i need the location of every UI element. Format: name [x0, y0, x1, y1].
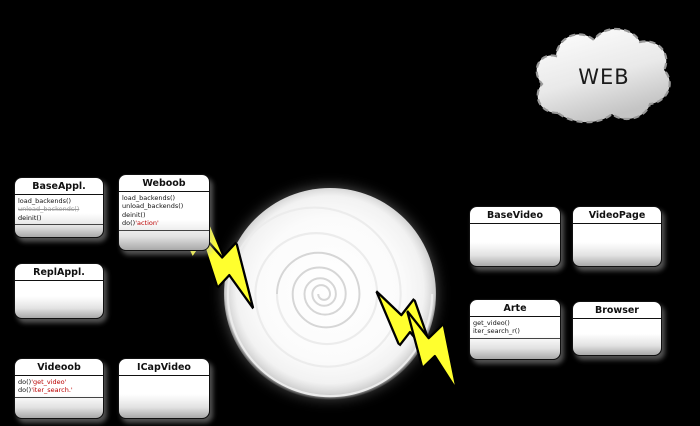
- class-title: Weboob: [119, 175, 209, 192]
- method-arg: 'action': [135, 219, 159, 228]
- class-footer: [470, 339, 560, 359]
- class-footer: [573, 224, 661, 266]
- class-box-videopage: VideoPage: [572, 206, 662, 267]
- class-title: Browser: [573, 302, 661, 319]
- method-line: do()'action': [122, 219, 206, 227]
- class-title: ReplAppl.: [15, 264, 103, 281]
- lightning-bolt-icon: [406, 309, 459, 392]
- class-box-baseappl: BaseAppl. load_backends() unload_backend…: [14, 177, 104, 238]
- class-footer: [15, 398, 103, 418]
- class-methods: get_video() iter_search_r(): [470, 317, 560, 339]
- web-cloud-label: WEB: [578, 65, 629, 89]
- class-footer: [15, 281, 103, 318]
- method-line: iter_search_r(): [473, 327, 520, 336]
- method-arg: 'iter_search.': [31, 386, 73, 395]
- class-box-videoob: Videoob do()'get_video' do()'iter_search…: [14, 358, 104, 419]
- class-box-weboob: Weboob load_backends() unload_backends()…: [118, 174, 210, 251]
- method-prefix: do(): [18, 386, 32, 395]
- method-line: unload_backends(): [18, 205, 80, 214]
- class-title: BaseAppl.: [15, 178, 103, 195]
- class-footer: [119, 231, 209, 250]
- class-methods: load_backends() unload_backends() deinit…: [15, 195, 103, 226]
- class-title: VideoPage: [573, 207, 661, 224]
- method-line: load_backends(): [122, 194, 176, 202]
- class-title: ICapVideo: [119, 359, 209, 376]
- method-line: load_backends(): [18, 197, 72, 205]
- class-title: BaseVideo: [470, 207, 560, 224]
- class-footer: [470, 224, 560, 266]
- method-line: do()'get_video': [18, 378, 100, 386]
- method-line: deinit(): [18, 213, 42, 222]
- method-line: get_video(): [473, 319, 510, 327]
- class-methods: do()'get_video' do()'iter_search.': [15, 376, 103, 398]
- class-footer: [573, 319, 661, 355]
- method-line: unload_backends(): [122, 202, 184, 211]
- class-box-icapvideo: ICapVideo: [118, 358, 210, 419]
- class-box-basevideo: BaseVideo: [469, 206, 561, 267]
- lightning-bolt-icon: [198, 230, 255, 310]
- class-footer: [119, 376, 209, 418]
- method-prefix: do(): [122, 219, 136, 228]
- class-box-replappl: ReplAppl.: [14, 263, 104, 319]
- method-line: deinit(): [122, 210, 146, 219]
- class-title: Videoob: [15, 359, 103, 376]
- web-cloud: WEB: [535, 27, 671, 124]
- class-title: Arte: [470, 300, 560, 317]
- method-line: do()'iter_search.': [18, 386, 100, 394]
- method-prefix: do(): [18, 378, 32, 386]
- method-arg: 'get_video': [31, 378, 67, 386]
- class-box-browser: Browser: [572, 301, 662, 356]
- class-methods: load_backends() unload_backends() deinit…: [119, 192, 209, 231]
- class-footer: [15, 225, 103, 237]
- class-box-arte: Arte get_video() iter_search_r(): [469, 299, 561, 360]
